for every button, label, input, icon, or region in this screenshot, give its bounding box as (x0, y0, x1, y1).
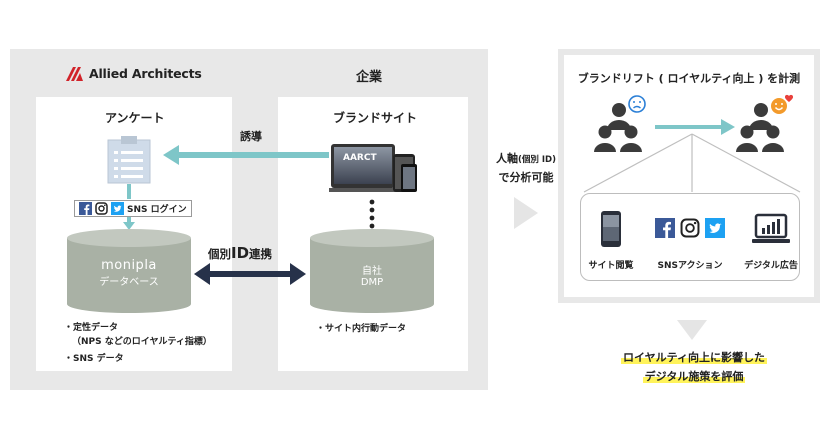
device-screen-text: AARCT (343, 153, 377, 163)
dmp-note: ・サイト内行動データ (316, 324, 407, 334)
touchpoint-label-site: サイト閲覧 (588, 261, 634, 271)
instagram-icon (95, 202, 108, 215)
sns-login-badge: SNS ログイン (74, 200, 192, 217)
monipla-note-1: ・定性データ (64, 323, 119, 333)
fan-connector-lines (583, 133, 801, 193)
analysis-line2: で分析可能 (498, 171, 554, 184)
conclusion-line2: デジタル施策を評価 (642, 370, 746, 383)
monipla-db-name: monipla (101, 258, 157, 273)
survey-down-arrow (123, 184, 135, 230)
allied-architects-logo: Allied Architects (66, 66, 202, 81)
brand-site-devices-icon (329, 144, 417, 192)
own-dmp-line1: 自社 (362, 266, 382, 277)
id-link-label: 個別ID連携 (208, 244, 272, 262)
monipla-database-cylinder (67, 229, 191, 313)
own-dmp-cylinder (310, 229, 434, 313)
own-dmp-label: 自社 DMP (309, 262, 435, 288)
sns-login-label: SNS ログイン (127, 205, 187, 215)
instagram-large-icon (680, 218, 700, 238)
guide-label: 誘導 (240, 130, 262, 143)
facebook-large-icon (655, 218, 675, 238)
twitter-large-icon (705, 218, 725, 238)
brand-lift-title: ブランドリフト ( ロイヤルティ向上 ) を計測 (577, 72, 801, 85)
own-dmp-line2: DMP (360, 277, 384, 288)
monipla-db-sub: データベース (99, 277, 159, 288)
brand-lift-people-diagram (594, 94, 793, 152)
monipla-note-2: （NPS などのロイヤルティ指標） (72, 337, 212, 347)
smartphone-icon (601, 211, 621, 247)
monipla-note-3: ・SNS データ (64, 354, 124, 364)
touchpoint-label-sns: SNSアクション (657, 261, 723, 271)
conclusion-line1: ロイヤルティ向上に影響した (620, 351, 767, 364)
id-link-prefix: 個別 (208, 247, 231, 261)
sns-logos-icon (655, 218, 725, 238)
id-link-id: ID (231, 244, 250, 262)
allied-logo-icon (66, 66, 83, 81)
id-link-double-arrow (194, 263, 306, 285)
conclusion-text: ロイヤルティ向上に影響した デジタル施策を評価 (600, 348, 788, 386)
brand-logo-text: Allied Architects (89, 66, 202, 81)
laptop-chart-icon (752, 213, 790, 243)
analysis-line1-main: 人軸 (496, 152, 519, 165)
facebook-icon (79, 202, 92, 215)
clipboard-icon (107, 136, 151, 184)
analysis-line1-sub: (個別 ID) (518, 155, 556, 165)
chevron-right-icon (514, 197, 538, 229)
touchpoint-label-ads: デジタル広告 (744, 261, 798, 271)
analysis-text: 人軸(個別 ID) で分析可能 (491, 150, 561, 186)
guide-arrow (163, 145, 329, 165)
monipla-db-label: monipla データベース (66, 258, 192, 288)
dotted-connector (369, 199, 375, 229)
survey-label: アンケート (105, 111, 165, 125)
id-link-suffix: 連携 (249, 247, 273, 261)
monipla-notes: ・定性データ （NPS などのロイヤルティ指標） ・SNS データ (64, 321, 212, 366)
brand-site-label: ブランドサイト (333, 111, 418, 125)
chevron-down-icon (677, 320, 707, 340)
twitter-icon (111, 202, 124, 215)
company-label: 企業 (356, 70, 383, 85)
